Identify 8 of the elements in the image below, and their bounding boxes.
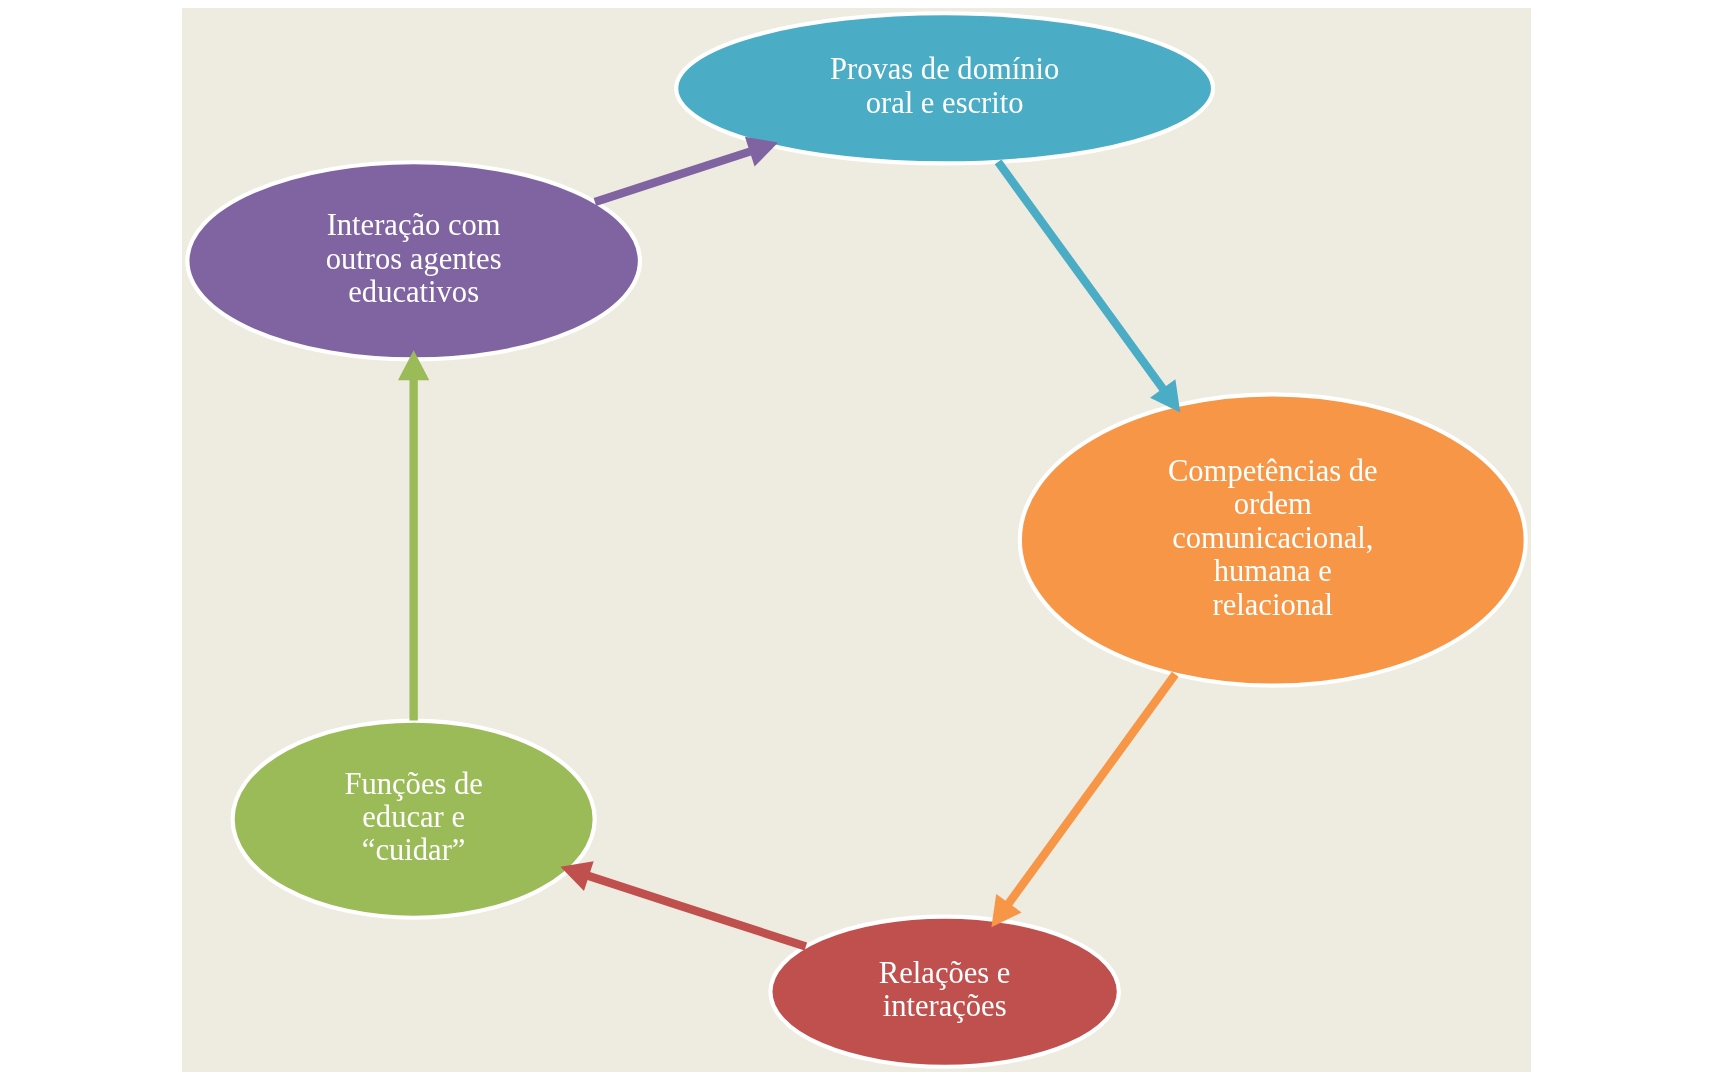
arrow xyxy=(990,671,1179,928)
arrow xyxy=(397,350,429,721)
arrow xyxy=(994,159,1180,413)
node-ellipse: Competências de ordem comunicacional, humana e relacional xyxy=(1017,392,1528,688)
node-ellipse: Relações e interações xyxy=(767,914,1121,1069)
arrow xyxy=(559,861,807,951)
node-ellipse: Interação com outros agentes educativos xyxy=(184,160,642,362)
arrow xyxy=(593,136,778,206)
